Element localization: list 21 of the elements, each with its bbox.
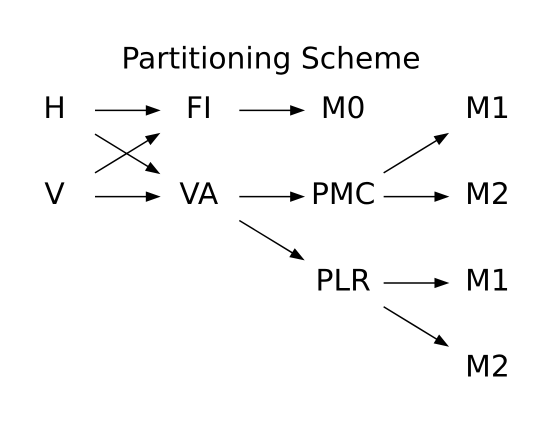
node-text: PLR	[316, 262, 371, 298]
node-text: M1	[465, 262, 510, 298]
node-text: M2	[465, 176, 510, 212]
arrow	[238, 219, 305, 260]
arrow	[383, 132, 450, 173]
arrow	[384, 277, 450, 288]
node-text: M0	[320, 90, 366, 126]
node-text: FI	[186, 90, 212, 126]
node-text: M2	[465, 349, 510, 384]
arrow	[384, 190, 450, 202]
node-text: VA	[179, 176, 218, 212]
node-text: H	[43, 90, 66, 126]
node-text: V	[44, 176, 65, 212]
diagram-title: Partitioning Scheme	[121, 41, 421, 76]
arrow	[95, 104, 161, 116]
node-text: M1	[465, 90, 510, 126]
arrow	[383, 306, 450, 346]
node-text: PMC	[310, 176, 376, 212]
arrow	[239, 190, 306, 202]
arrow	[95, 190, 161, 202]
arrow	[239, 104, 306, 116]
